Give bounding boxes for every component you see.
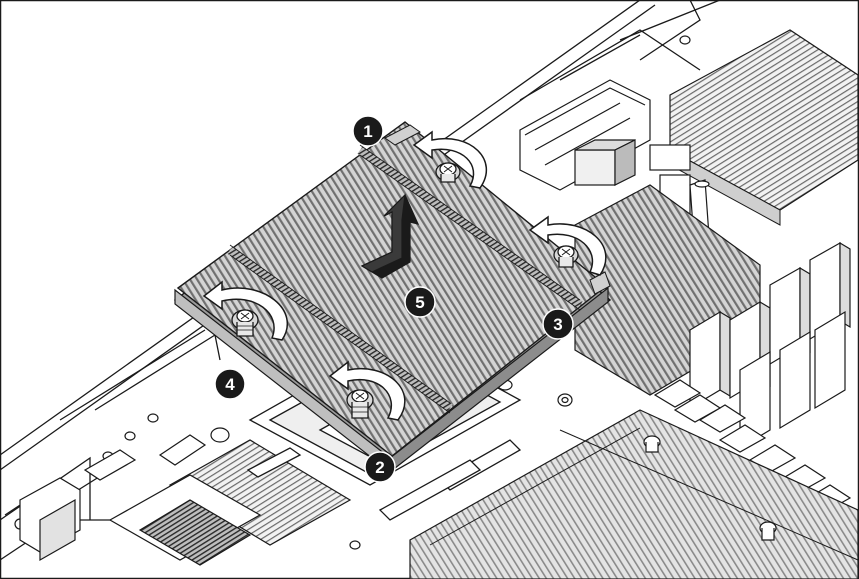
callout-2: 2 — [364, 451, 396, 483]
processor-heatsink — [173, 121, 612, 474]
memory-modules — [653, 241, 852, 513]
callout-4-label: 4 — [225, 375, 235, 394]
upper-right-heatsink — [669, 29, 859, 226]
rotation-arrow-left — [202, 280, 289, 341]
callout-2-label: 2 — [375, 458, 384, 477]
lower-left-components — [19, 434, 352, 566]
callout-3-label: 3 — [553, 315, 562, 334]
system-board — [0, 0, 721, 561]
rotation-arrow-top — [412, 130, 487, 189]
rotation-arrow-right — [528, 215, 607, 276]
callout-1-label: 1 — [363, 122, 372, 141]
lower-right-heatsink — [409, 409, 859, 579]
callout-1: 1 — [352, 115, 384, 147]
rotation-arrow-bottom — [328, 360, 406, 421]
screw-top — [435, 162, 461, 183]
curved-counterclockwise-arrow-icon — [202, 130, 607, 421]
captive-screw-icon — [231, 162, 579, 419]
screw-right — [553, 245, 579, 268]
callout-3: 3 — [542, 308, 574, 340]
screw-left — [231, 309, 259, 337]
lift-up-arrow-icon — [360, 193, 420, 279]
callout-5-label: 5 — [415, 293, 424, 312]
callout-4: 4 — [214, 368, 246, 400]
callout-5: 5 — [404, 286, 436, 318]
screw-bottom — [346, 389, 374, 419]
